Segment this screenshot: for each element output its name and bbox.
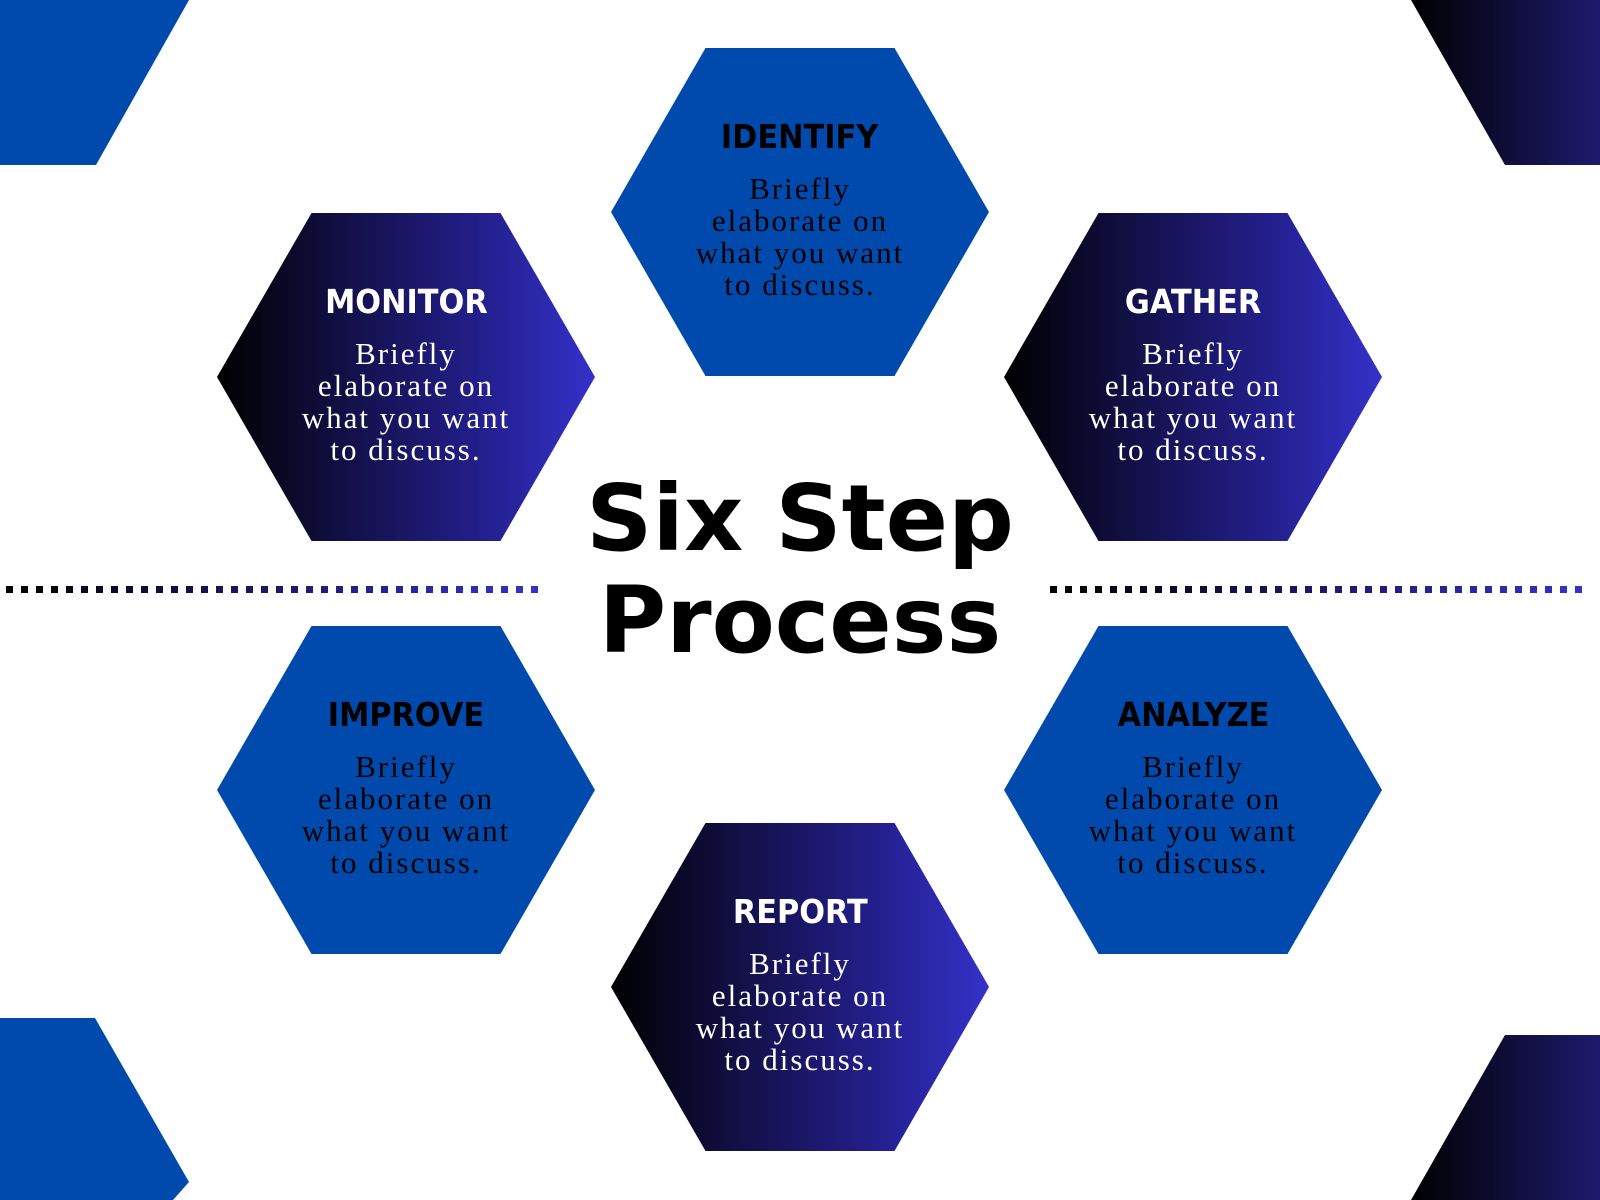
divider-dot (1485, 586, 1492, 593)
divider-dot (486, 586, 493, 593)
divider-dot (1380, 586, 1387, 593)
divider-dot (1290, 586, 1297, 593)
divider-dot (1320, 586, 1327, 593)
step-description: Briefly elaborate on what you want to di… (1088, 336, 1298, 467)
divider-dot (261, 586, 268, 593)
divider-dot (306, 586, 313, 593)
divider-dot (36, 586, 43, 593)
step-description: Briefly elaborate on what you want to di… (695, 946, 905, 1077)
divider-dot (1335, 586, 1342, 593)
divider-dot (186, 586, 193, 593)
divider-dot (1230, 586, 1237, 593)
divider-dot (216, 586, 223, 593)
step-title: IMPROVE (327, 695, 485, 734)
step-description: Briefly elaborate on what you want to di… (695, 171, 905, 302)
divider-dot (6, 586, 13, 593)
divider-dot (1095, 586, 1102, 593)
divider-dot (1245, 586, 1252, 593)
divider-dot (1140, 586, 1147, 593)
step-description: Briefly elaborate on what you want to di… (1088, 749, 1298, 880)
corner-hexagon-bottom-right (1411, 1035, 1600, 1200)
divider-dot (201, 586, 208, 593)
divider-dot (1110, 586, 1117, 593)
divider-dot (471, 586, 478, 593)
step-report: REPORT Briefly elaborate on what you wan… (611, 823, 989, 1151)
step-title: GATHER (1124, 282, 1262, 321)
divider-dot (1185, 586, 1192, 593)
divider-dot (51, 586, 58, 593)
divider-dot (1065, 586, 1072, 593)
divider-dot (1515, 586, 1522, 593)
divider-dot (516, 586, 523, 593)
divider-dot (1575, 586, 1582, 593)
divider-dot (1050, 586, 1057, 593)
step-title: ANALYZE (1117, 695, 1269, 734)
divider-dot (531, 586, 538, 593)
divider-dot (1545, 586, 1552, 593)
corner-hexagon-bottom-left (0, 1018, 189, 1200)
divider-dot (141, 586, 148, 593)
divider-dot (96, 586, 103, 593)
divider-dot (1200, 586, 1207, 593)
step-description: Briefly elaborate on what you want to di… (301, 336, 511, 467)
divider-dot (21, 586, 28, 593)
step-title: MONITOR (324, 282, 488, 321)
divider-dot (231, 586, 238, 593)
divider-dot (156, 586, 163, 593)
divider-dot (366, 586, 373, 593)
divider-dot (1170, 586, 1177, 593)
divider-dot (336, 586, 343, 593)
divider-dot (111, 586, 118, 593)
divider-dot (1215, 586, 1222, 593)
step-title: REPORT (732, 892, 868, 931)
divider-dot (1455, 586, 1462, 593)
divider-dot (351, 586, 358, 593)
step-improve: IMPROVE Briefly elaborate on what you wa… (217, 626, 595, 954)
divider-dot (1350, 586, 1357, 593)
divider-dot (1365, 586, 1372, 593)
divider-dot (66, 586, 73, 593)
step-description: Briefly elaborate on what you want to di… (301, 749, 511, 880)
divider-dot (1410, 586, 1417, 593)
divider-dot (1425, 586, 1432, 593)
divider-dot (1500, 586, 1507, 593)
divider-dot (501, 586, 508, 593)
divider-dot (1470, 586, 1477, 593)
dotted-divider-right (1050, 586, 1590, 594)
step-title: IDENTIFY (721, 117, 879, 156)
divider-dot (1440, 586, 1447, 593)
divider-dot (456, 586, 463, 593)
divider-dot (1305, 586, 1312, 593)
corner-hexagon-top-right (1411, 0, 1600, 165)
diagram-title: Six Step Process (586, 465, 1014, 674)
divider-dot (1260, 586, 1267, 593)
divider-dot (276, 586, 283, 593)
divider-dot (441, 586, 448, 593)
divider-dot (426, 586, 433, 593)
divider-dot (1560, 586, 1567, 593)
corner-hexagon-top-left (0, 0, 189, 165)
divider-dot (126, 586, 133, 593)
dotted-divider-left (6, 586, 546, 594)
divider-dot (291, 586, 298, 593)
divider-dot (1275, 586, 1282, 593)
divider-dot (171, 586, 178, 593)
divider-dot (321, 586, 328, 593)
divider-dot (246, 586, 253, 593)
divider-dot (381, 586, 388, 593)
divider-dot (1125, 586, 1132, 593)
divider-dot (81, 586, 88, 593)
divider-dot (396, 586, 403, 593)
step-gather: GATHER Briefly elaborate on what you wan… (1004, 213, 1382, 541)
step-identify: IDENTIFY Briefly elaborate on what you w… (611, 48, 989, 376)
step-monitor: MONITOR Briefly elaborate on what you wa… (217, 213, 595, 541)
divider-dot (1395, 586, 1402, 593)
divider-dot (1530, 586, 1537, 593)
step-analyze: ANALYZE Briefly elaborate on what you wa… (1004, 626, 1382, 954)
divider-dot (1080, 586, 1087, 593)
divider-dot (411, 586, 418, 593)
divider-dot (1155, 586, 1162, 593)
